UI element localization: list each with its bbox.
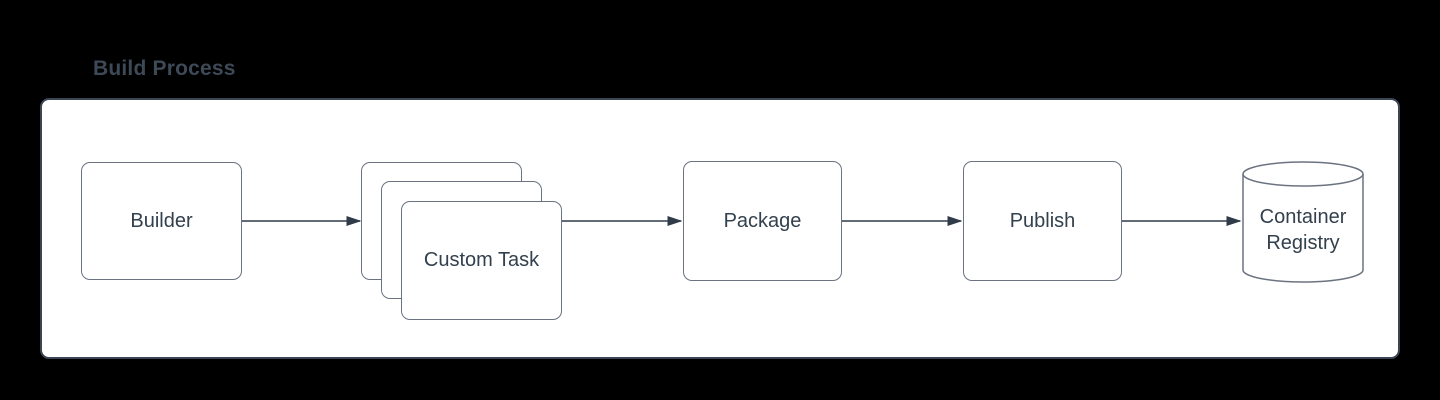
node-custom-task: Custom Task [401, 201, 562, 320]
node-container-registry-label: Container Registry [1259, 206, 1347, 254]
node-publish-label: Publish [1009, 209, 1076, 232]
database-cylinder-icon [1242, 161, 1364, 283]
node-package-label: Package [723, 209, 802, 232]
node-package: Package [683, 161, 842, 281]
node-builder-label: Builder [130, 209, 193, 232]
node-custom-task-label: Custom Task [423, 249, 540, 271]
diagram-title: Build Process [93, 57, 236, 80]
node-builder: Builder [81, 162, 242, 280]
node-publish: Publish [963, 161, 1122, 281]
node-container-registry: Container Registry [1242, 160, 1364, 284]
build-process-panel: Builder Custom Task Custom Task Custom T… [40, 98, 1400, 359]
